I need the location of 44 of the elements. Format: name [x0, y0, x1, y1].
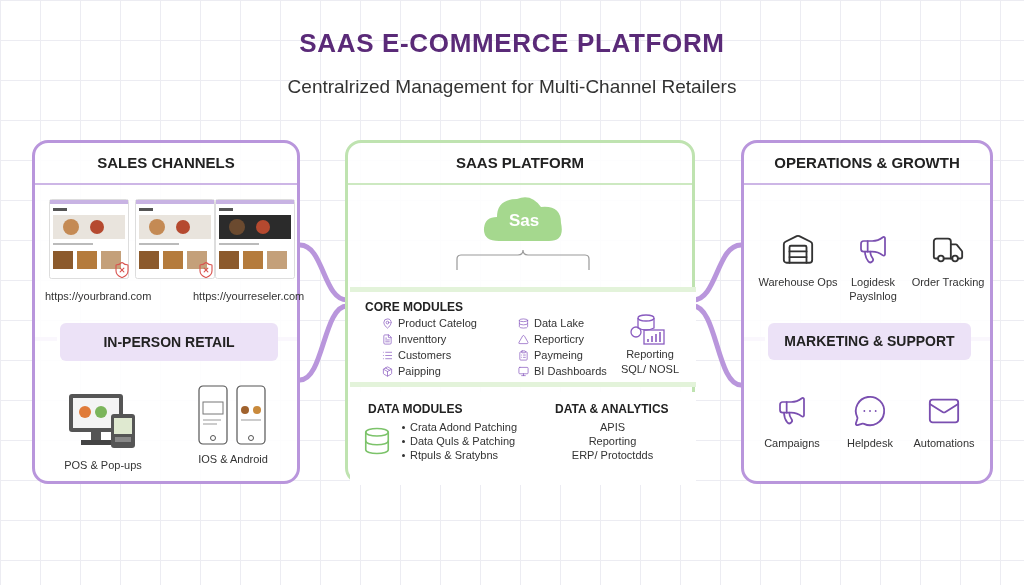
item-label: POS & Pop-ups — [64, 459, 142, 471]
cloud-label: Sas — [508, 210, 540, 233]
item-label: IOS & Android — [198, 453, 268, 465]
module-label: APIS — [599, 421, 626, 433]
item-label: Warehouse Ops — [758, 276, 838, 288]
panel-heading: SAAS PLATFORM — [455, 152, 585, 173]
module-label: Data Lake — [534, 316, 585, 330]
module-label: Customers — [398, 348, 452, 362]
module-label: Product Catelog — [398, 316, 477, 330]
section-heading: CORE MODULES — [365, 299, 463, 316]
module-label: Inventtory — [398, 332, 447, 346]
item-label: https://yourbrand.com — [45, 290, 152, 302]
platform-panel — [345, 140, 695, 484]
module-label: Data Quls & Patching — [410, 434, 516, 448]
section-heading: DATA & ANALYTICS — [555, 401, 669, 418]
module-label: Rtpuls & Sratybns — [410, 448, 499, 462]
module-label: Reporting — [626, 348, 674, 360]
item-label: https://yourreseler.com — [193, 290, 305, 302]
band-heading: MARKETING & SUPPORT — [784, 332, 955, 351]
section-heading: DATA MODULES — [368, 401, 463, 418]
item-label: Automations — [913, 437, 975, 449]
module-section — [350, 287, 696, 387]
section-band — [60, 323, 278, 361]
channel-panel — [741, 140, 993, 484]
module-label: Paipping — [398, 364, 441, 378]
module-label: Paymeing — [534, 348, 583, 362]
band-heading: IN-PERSON RETAIL — [103, 332, 235, 352]
item-label: Order Tracking — [911, 276, 985, 288]
panel-heading: OPERATIONS & GROWTH — [774, 152, 960, 173]
connector-line — [299, 242, 348, 303]
section-band — [768, 323, 971, 360]
panel-heading: SALES CHANNELS — [97, 152, 235, 173]
connector-line — [299, 303, 348, 383]
module-label: SQL/ NOSL — [620, 363, 680, 375]
diagram-subtitle: Centralrized Management for Multi-Channel Retailers — [287, 75, 737, 99]
diagram-title: SAAS E-COMMERCE PLATFORM — [299, 27, 725, 60]
module-label: Crata Adond Patching — [410, 420, 518, 434]
item-label: Campaigns — [764, 437, 820, 449]
module-label: BI Dashboards — [534, 364, 607, 378]
module-label: Reporting — [588, 435, 637, 447]
module-label: Reporticry — [534, 332, 585, 346]
module-label: ERP/ Protoctdds — [571, 449, 654, 461]
item-label: Helpdesk — [847, 437, 893, 449]
item-label: Logidesk Payslnlog — [849, 276, 897, 302]
